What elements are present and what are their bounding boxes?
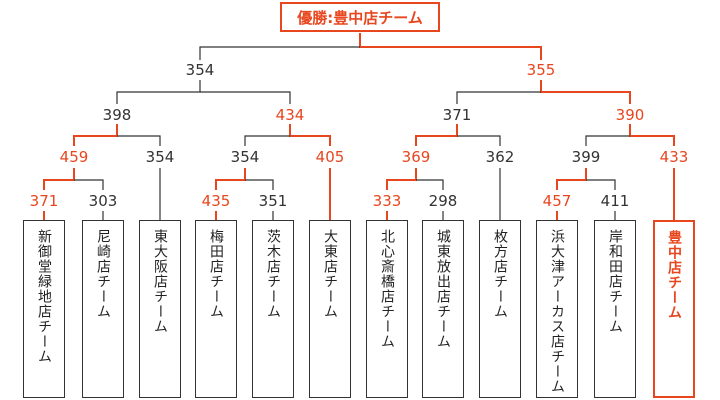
semi1a-loser-line <box>117 135 161 146</box>
team-box-shin-midosuji: 新御堂緑地店チーム <box>23 220 65 398</box>
semi1b-loser-line <box>244 135 290 146</box>
score-r1-1b: 303 <box>88 192 118 210</box>
score-final-right: 355 <box>526 61 556 79</box>
team-name: 茨木店チーム <box>265 229 281 319</box>
team-name: 尼崎店チーム <box>95 229 111 319</box>
right-half-winner-line <box>540 80 631 104</box>
team-box-toyonaka: 豊中店チーム <box>653 220 695 398</box>
left-half-line-b <box>200 91 291 104</box>
score-r1-2a: 435 <box>201 192 231 210</box>
qf2a-loser-line <box>245 179 274 190</box>
score-semi-1b: 434 <box>275 106 305 124</box>
score-final-left: 354 <box>185 61 215 79</box>
team-box-daito: 大東店チーム <box>309 220 351 398</box>
score-r1-4b: 411 <box>600 192 630 210</box>
team-box-kitashinsaibashi: 北心斎橋店チーム <box>366 220 408 398</box>
semi2a-loser-line <box>457 135 501 146</box>
team-name: 岸和田店チーム <box>607 229 623 334</box>
champion-banner: 優勝:豊中店チーム <box>280 2 440 32</box>
team-name: 豊中店チーム <box>666 230 682 320</box>
qf4a-winner-line <box>556 168 587 190</box>
score-semi-2b: 390 <box>615 106 645 124</box>
qf2a-winner-line <box>215 168 246 190</box>
score-r1-3a: 333 <box>372 192 402 210</box>
team-name: 浜大津アーカス店チーム <box>549 229 565 394</box>
qf3a-loser-line <box>416 179 444 190</box>
team-name: 枚方店チーム <box>492 229 508 319</box>
score-qf-2a: 354 <box>230 148 260 166</box>
score-qf-1a: 459 <box>59 148 89 166</box>
team-box-joto-hanaten: 城東放出店チーム <box>422 220 464 398</box>
semi1a-winner-line <box>73 124 118 146</box>
team-box-higashiosaka: 東大阪店チーム <box>139 220 181 398</box>
score-qf-2b: 405 <box>315 148 345 166</box>
team-name: 北心斎橋店チーム <box>379 229 395 349</box>
team-box-amagasaki: 尼崎店チーム <box>82 220 124 398</box>
score-qf-3b: 362 <box>485 148 515 166</box>
score-r1-3b: 298 <box>428 192 458 210</box>
score-semi-1a: 398 <box>102 106 132 124</box>
semi2b-winner-line <box>629 124 675 146</box>
qf3a-winner-line <box>386 168 417 190</box>
team-box-umeda: 梅田店チーム <box>195 220 237 398</box>
semi2a-winner-line <box>415 124 458 146</box>
score-r1-1a: 371 <box>29 192 59 210</box>
final-loser-line <box>199 46 360 60</box>
qf4a-loser-line <box>586 179 616 190</box>
team-box-hirakata: 枚方店チーム <box>479 220 521 398</box>
semi1b-winner-line <box>289 124 331 146</box>
right-half-loser-line <box>456 91 541 104</box>
score-r1-2b: 351 <box>258 192 288 210</box>
team-box-kishiwada: 岸和田店チーム <box>594 220 636 398</box>
score-semi-2a: 371 <box>442 106 472 124</box>
left-half-line-a <box>116 80 201 104</box>
qf1a-winner-line <box>43 168 75 190</box>
team-name: 城東放出店チーム <box>435 229 451 349</box>
score-r1-4a: 457 <box>542 192 572 210</box>
team-box-hamaotsu: 浜大津アーカス店チーム <box>536 220 578 398</box>
semi2b-loser-line <box>585 135 630 146</box>
score-qf-4a: 399 <box>571 148 601 166</box>
team-name: 梅田店チーム <box>208 229 224 319</box>
qf1a-loser-line <box>74 179 104 190</box>
final-winner-line <box>359 33 542 60</box>
team-box-ibaraki: 茨木店チーム <box>252 220 294 398</box>
team-name: 新御堂緑地店チーム <box>36 229 52 364</box>
score-qf-1b: 354 <box>145 148 175 166</box>
team-name: 東大阪店チーム <box>152 229 168 334</box>
team-name: 大東店チーム <box>322 229 338 319</box>
score-qf-4b: 433 <box>659 148 689 166</box>
score-qf-3a: 369 <box>401 148 431 166</box>
